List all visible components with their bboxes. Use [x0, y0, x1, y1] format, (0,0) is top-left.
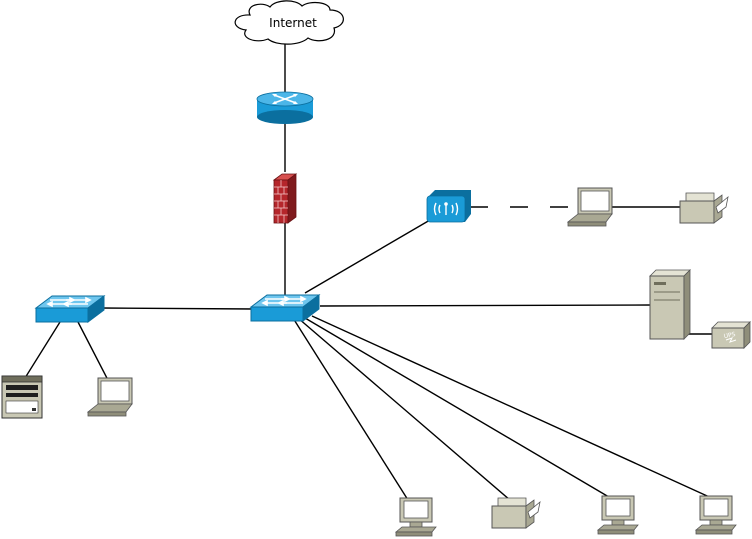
link-core-desktop-2	[304, 317, 615, 501]
link-core-server	[319, 304, 653, 307]
ups-label: UPS	[723, 331, 736, 340]
ups-icon: UPS	[711, 321, 751, 349]
wireless-laptop-icon	[567, 187, 613, 227]
link-core-wireless-ap	[304, 219, 431, 294]
wireless-access-point-icon	[426, 190, 471, 223]
link-core-desktop-3	[311, 315, 717, 501]
desktop-computer-icon	[597, 495, 639, 535]
link-core-edge-switch	[99, 307, 256, 310]
edge-server-icon	[1, 375, 43, 419]
internet-label: Internet	[269, 16, 317, 30]
links	[24, 40, 717, 501]
wireless-printer-icon	[679, 192, 729, 224]
link-core-desktop-1	[292, 317, 409, 501]
router-icon	[256, 91, 314, 124]
server-tower-icon	[649, 269, 691, 340]
edge-switch-icon	[35, 295, 105, 323]
firewall-icon	[272, 173, 298, 224]
link-core-printer-2	[297, 317, 511, 501]
link-edge-server	[24, 321, 61, 379]
printer-icon	[491, 497, 541, 529]
desktop-computer-icon	[395, 497, 437, 537]
internet-cloud-icon: Internet	[234, 0, 344, 45]
desktop-computer-icon	[695, 495, 737, 535]
core-switch-icon	[250, 294, 320, 322]
link-edge-laptop	[77, 321, 111, 385]
edge-laptop-icon	[87, 377, 133, 417]
